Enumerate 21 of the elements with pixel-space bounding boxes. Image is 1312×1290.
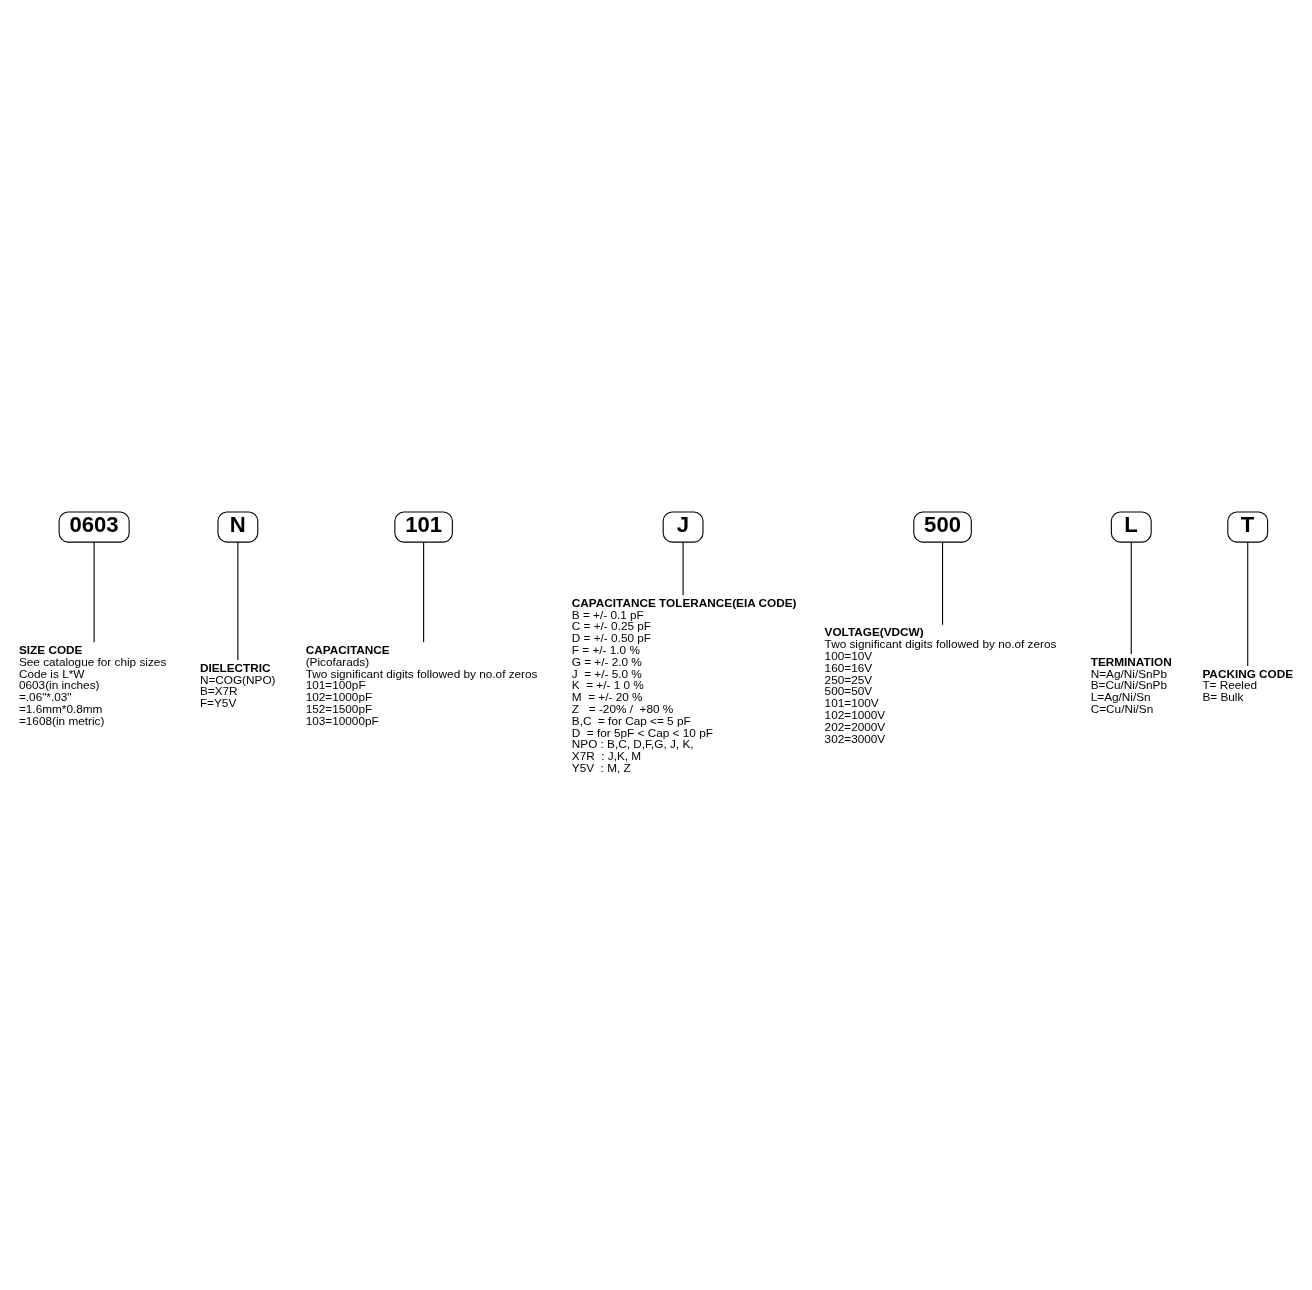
node-text: DIELECTRIC N=COG(NPO) B=X7R F=Y5V [199,660,276,710]
node-text: TERMINATION N=Ag/Ni/SnPb B=Cu/Ni/SnPb L=Ag/Ni/Sn C=Cu/Ni/Sn [1090,654,1172,716]
node-text: VOLTAGE(VDCW) Two significant digits followed by no.of zeros 100=10V 160=16V 250=25V 500=50V 101=100V 102=1000V 202=2000V 302=3000V [824,625,1057,745]
node-box: J [662,511,704,543]
node-box: L [1110,511,1152,543]
node-text: CAPACITANCE TOLERANCE(EIA CODE) B = +/- 0.1 pF C = +/- 0.25 pF D = +/- 0.50 pF F = +/- 1.0 % G = +/- 2.0 % J = +/- 5.0 % K = +/- 1 0 % M = +/- 20 % Z = -20% / +80 % B,C = for Cap <= 5 pF D = for 5pF < Cap < 10 pF NPO : B,C, D,F,G, J, K, X7R : J,K, M Y5V : M, Z [571,595,797,775]
connector [423,541,425,643]
connector [1130,541,1132,655]
connector [1247,541,1249,667]
node-box: 101 [394,511,453,543]
node-text: PACKING CODE T= Reeled B= Bulk [1202,666,1294,704]
node-box: 500 [913,511,972,543]
connector [93,541,95,643]
connector [237,541,239,661]
node-box: 0603 [58,511,130,543]
node-text: SIZE CODE See catalogue for chip sizes Code is L*W 0603(in inches) =.06"*.03" =1.6mm*0.8mm =1608(in metric) [18,643,167,727]
node-box: N [217,511,259,543]
node-box: T [1227,511,1269,543]
connector [682,541,684,596]
connector [942,541,944,626]
node-text: CAPACITANCE (Picofarads) Two significant digits followed by no.of zeros 101=100pF 102=1000pF 152=1500pF 103=10000pF [305,643,538,727]
